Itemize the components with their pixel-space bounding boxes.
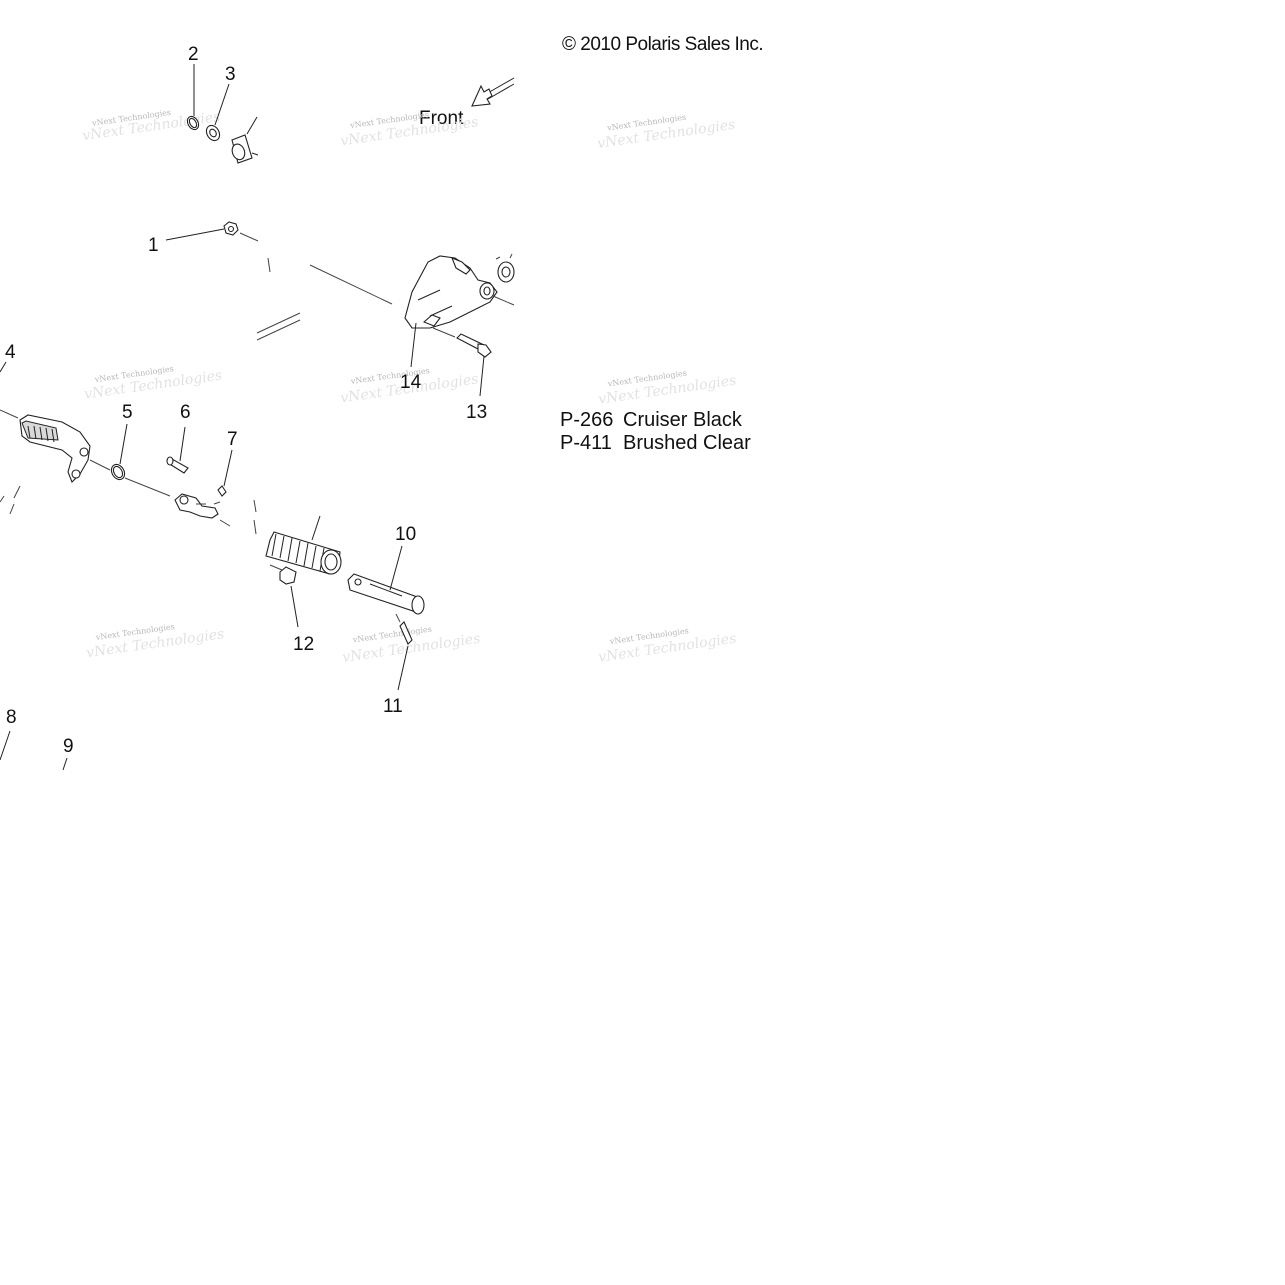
leader-8 bbox=[0, 730, 11, 761]
callout-2: 2 bbox=[188, 44, 199, 65]
part-2-snap-ring bbox=[186, 115, 200, 131]
callout-7: 7 bbox=[227, 429, 238, 450]
copyright-text: © 2010 Polaris Sales Inc. bbox=[562, 34, 763, 55]
legend-finish-1: Cruiser Black bbox=[623, 409, 743, 431]
leader-4 bbox=[0, 361, 7, 373]
leader-bushing bbox=[246, 116, 258, 135]
leader-13 bbox=[479, 355, 485, 397]
callout-8: 8 bbox=[6, 707, 17, 728]
callout-10: 10 bbox=[395, 524, 416, 545]
part-3-washer bbox=[205, 124, 221, 142]
legend-finish-2: Brushed Clear bbox=[623, 432, 751, 454]
callout-1: 1 bbox=[148, 235, 159, 256]
callout-5: 5 bbox=[122, 402, 133, 423]
part-1-nut bbox=[223, 221, 239, 236]
leader-7 bbox=[223, 449, 233, 487]
front-label: Front bbox=[419, 108, 464, 129]
callout-9: 9 bbox=[63, 736, 74, 757]
leader-3 bbox=[214, 83, 230, 126]
front-arrow-icon bbox=[471, 77, 515, 107]
part-7-clip bbox=[217, 485, 227, 497]
callout-6: 6 bbox=[180, 402, 191, 423]
leader-9 bbox=[62, 757, 68, 771]
bushing bbox=[231, 134, 259, 164]
part-13-bolt bbox=[432, 327, 492, 358]
callout-14: 14 bbox=[400, 372, 422, 393]
part-12-bolt bbox=[269, 564, 297, 585]
foot-peg-rubber bbox=[219, 499, 342, 575]
callout-12: 12 bbox=[293, 634, 314, 655]
leader-1 bbox=[165, 228, 225, 241]
leader-10 bbox=[389, 545, 403, 591]
part-4-lever bbox=[0, 409, 111, 483]
shaft-outline bbox=[256, 312, 301, 341]
part-10-pin bbox=[347, 573, 425, 615]
callout-13: 13 bbox=[466, 402, 487, 423]
leader-11 bbox=[397, 645, 409, 691]
callout-3: 3 bbox=[225, 64, 236, 85]
finish-legend: P-266 Cruiser Black P-411 Brushed Clear bbox=[560, 409, 751, 454]
leader-12 bbox=[290, 585, 299, 628]
part-14-bracket bbox=[404, 253, 515, 329]
leader-5 bbox=[119, 423, 128, 465]
leader-14 bbox=[410, 322, 417, 368]
part-11-cotter bbox=[395, 613, 413, 645]
axis-line bbox=[239, 232, 393, 305]
callout-11: 11 bbox=[383, 696, 403, 717]
callout-4: 4 bbox=[5, 342, 16, 363]
part-6-pin bbox=[166, 456, 189, 474]
legend-code-1: P-266 bbox=[560, 409, 613, 431]
clevis bbox=[174, 493, 221, 519]
legend-code-2: P-411 bbox=[560, 432, 612, 454]
part-5-ring bbox=[110, 463, 126, 481]
leader-6 bbox=[179, 426, 186, 462]
